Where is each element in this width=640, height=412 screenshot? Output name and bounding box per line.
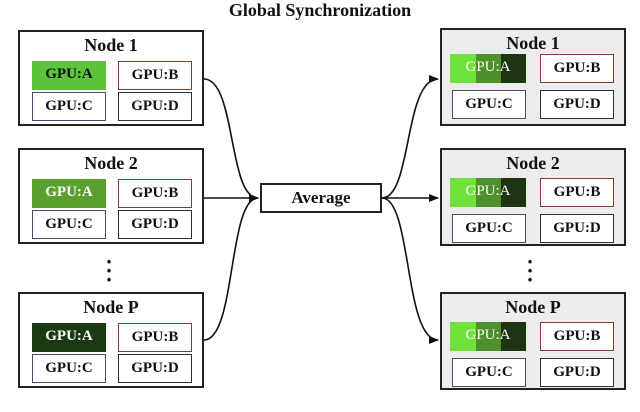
gpu-b: GPU:B bbox=[540, 322, 614, 351]
average-box: Average bbox=[260, 183, 382, 213]
gpu-d: GPU:D bbox=[540, 214, 614, 243]
input-node-2: Node 2 GPU:A GPU:B GPU:C GPU:D bbox=[18, 148, 204, 244]
gpu-d: GPU:D bbox=[540, 90, 614, 119]
gpu-d: GPU:D bbox=[118, 354, 192, 383]
gpu-b: GPU:B bbox=[540, 178, 614, 207]
avg-segment bbox=[475, 322, 501, 351]
arrow-nodep-to-average bbox=[203, 194, 259, 341]
gpu-a-label: GPU:A bbox=[465, 183, 511, 199]
gpu-a: GPU:A bbox=[32, 179, 106, 208]
avg-segment bbox=[475, 54, 501, 83]
gpu-b: GPU:B bbox=[118, 323, 192, 352]
diagram-title: Global Synchronization bbox=[228, 0, 412, 20]
avg-segment bbox=[450, 322, 476, 351]
node-title: Node P bbox=[505, 297, 561, 317]
node-title: Node 1 bbox=[84, 35, 138, 55]
gpu-a-averaged: GPU:A bbox=[450, 178, 526, 207]
avg-segment bbox=[500, 178, 526, 207]
gpu-d: GPU:D bbox=[118, 210, 192, 239]
gpu-c: GPU:C bbox=[32, 210, 106, 239]
output-node-p: Node P GPU:A GPU:B GPU:C GPU:D bbox=[440, 292, 626, 390]
input-node-p: Node P GPU:A GPU:B GPU:C GPU:D bbox=[18, 292, 204, 388]
node-title: Node P bbox=[83, 297, 139, 317]
gpu-d: GPU:D bbox=[540, 358, 614, 387]
gpu-a-averaged: GPU:A bbox=[450, 54, 526, 83]
gpu-c: GPU:C bbox=[452, 214, 526, 243]
arrow-average-to-node1 bbox=[381, 75, 439, 199]
node-title: Node 1 bbox=[506, 33, 560, 53]
gpu-c: GPU:C bbox=[32, 354, 106, 383]
output-node-1: Node 1 GPU:A GPU:B GPU:C GPU:D bbox=[440, 28, 626, 126]
gpu-b: GPU:B bbox=[540, 54, 614, 83]
gpu-b: GPU:B bbox=[118, 179, 192, 208]
gpu-c: GPU:C bbox=[452, 358, 526, 387]
gpu-b: GPU:B bbox=[118, 61, 192, 90]
node-title: Node 2 bbox=[506, 153, 560, 173]
input-node-1: Node 1 GPU:A GPU:B GPU:C GPU:D bbox=[18, 30, 204, 126]
arrow-average-to-nodep bbox=[381, 197, 439, 344]
gpu-a-label: GPU:A bbox=[465, 327, 511, 343]
gpu-c: GPU:C bbox=[32, 92, 106, 121]
avg-segment bbox=[450, 178, 476, 207]
gpu-a: GPU:A bbox=[32, 323, 106, 352]
ellipsis-dots: ··· bbox=[526, 249, 534, 292]
output-node-2: Node 2 GPU:A GPU:B GPU:C GPU:D bbox=[440, 148, 626, 246]
avg-segment bbox=[475, 178, 501, 207]
gpu-a-averaged: GPU:A bbox=[450, 322, 526, 351]
gpu-c: GPU:C bbox=[452, 90, 526, 119]
ellipsis-dots: ··· bbox=[105, 249, 113, 292]
gpu-a: GPU:A bbox=[32, 61, 106, 90]
avg-segment bbox=[450, 54, 476, 83]
arrow-node1-to-average bbox=[203, 78, 259, 202]
avg-segment bbox=[500, 54, 526, 83]
gpu-a-label: GPU:A bbox=[465, 59, 511, 75]
node-title: Node 2 bbox=[84, 153, 138, 173]
avg-segment bbox=[500, 322, 526, 351]
gpu-d: GPU:D bbox=[118, 92, 192, 121]
